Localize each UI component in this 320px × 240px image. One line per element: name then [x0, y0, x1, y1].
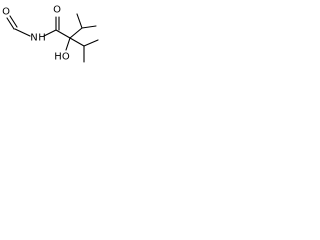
molecule-structure-diagram: O N H O HO: [2, 5, 99, 63]
bond-formyl-double-b: [9, 15, 18, 28]
atom-label-aldehyde-oxygen: O: [2, 7, 10, 18]
bond-formyl-to-nitrogen: [14, 28, 31, 37]
atom-label-hydroxyl: HO: [54, 52, 70, 63]
atom-label-amide-hydrogen: H: [38, 33, 46, 44]
atom-label-carbonyl-oxygen: O: [53, 5, 61, 16]
bond-formyl-double-a: [6, 17, 15, 30]
bond-quaternary-to-upper-isopropyl: [69, 27, 83, 39]
bond-carbonyl-to-quaternary: [55, 29, 71, 39]
bond-upper-isopropyl-methyl-a: [76, 13, 83, 29]
bond-quaternary-to-lower-isopropyl: [69, 37, 85, 47]
atom-label-amide-nitrogen: N: [30, 33, 37, 44]
bond-nitrogen-to-carbonyl: [43, 29, 57, 37]
bond-quaternary-to-hydroxyl: [65, 37, 71, 51]
bond-upper-isopropyl-methyl-b: [81, 25, 97, 29]
bond-lower-isopropyl-methyl-a: [83, 39, 99, 47]
